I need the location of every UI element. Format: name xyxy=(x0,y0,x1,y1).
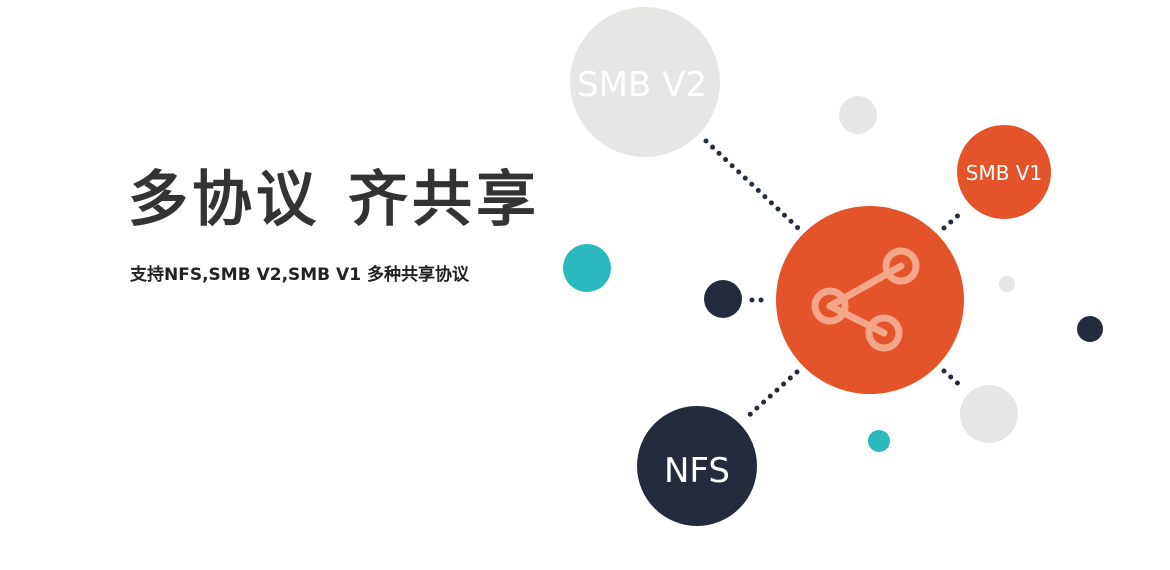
connector-smb-v2 xyxy=(703,138,801,231)
nfs-label: NFS xyxy=(664,451,730,491)
smb-v2-node xyxy=(570,7,720,157)
share-icon xyxy=(811,247,920,352)
decor-gray-dot-bottom xyxy=(960,385,1018,443)
headline-part-2: 齐共享 xyxy=(348,165,540,235)
smb-v1-label: SMB V1 xyxy=(966,161,1042,185)
decor-gray-dot-top xyxy=(839,96,877,134)
decor-navy-dot-left xyxy=(704,280,742,318)
nfs-node xyxy=(637,406,757,526)
decor-teal-dot-bottom xyxy=(868,430,890,452)
headline: 多协议齐共享 xyxy=(128,160,540,240)
subtitle: 支持NFS,SMB V2,SMB V1 多种共享协议 xyxy=(130,265,469,285)
smb-v1-node xyxy=(957,125,1051,219)
connector-nfs xyxy=(743,369,800,421)
smb-v2-label: SMB V2 xyxy=(577,65,707,105)
connector-bottom-right xyxy=(941,368,965,390)
connector-smb-v1 xyxy=(941,209,965,231)
center-share-node xyxy=(776,206,964,394)
decor-navy-dot-right xyxy=(1077,316,1103,342)
decor-teal-dot-left xyxy=(563,244,611,292)
headline-part-1: 多协议 xyxy=(128,165,320,235)
decor-gray-dot-small xyxy=(999,276,1015,292)
